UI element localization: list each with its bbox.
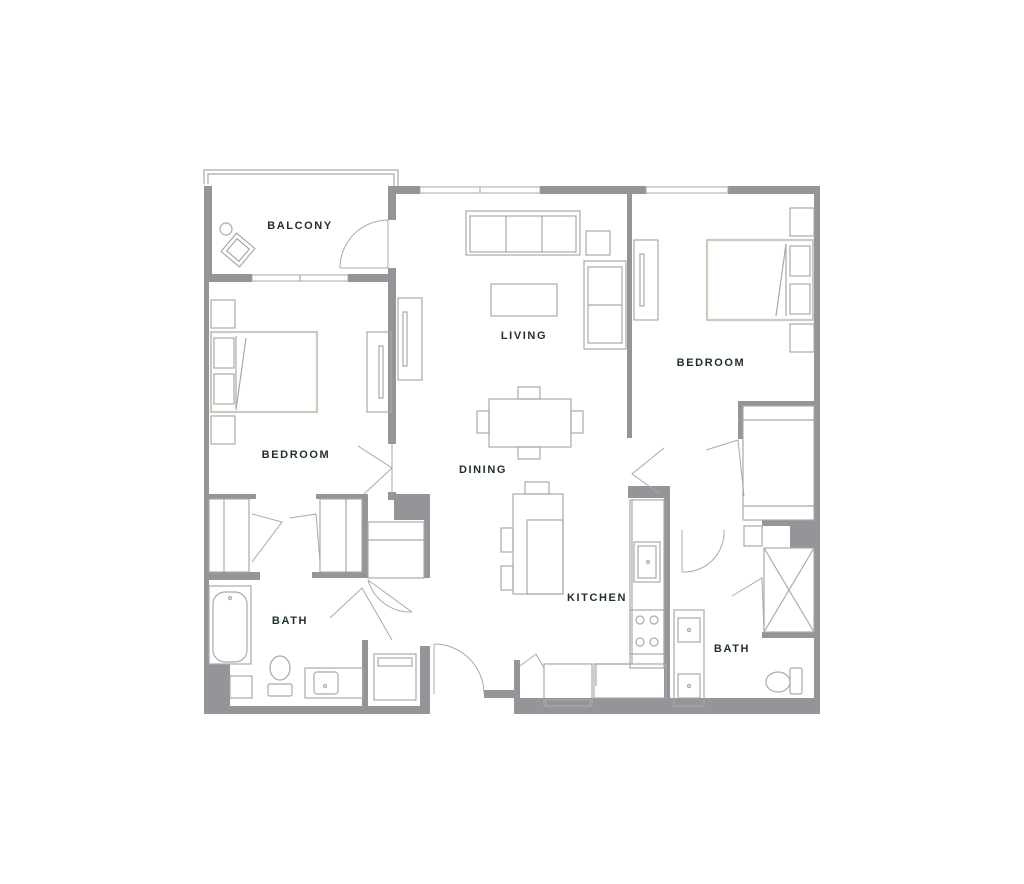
nightstand <box>210 415 236 445</box>
sofa <box>465 210 581 256</box>
nightstand <box>789 207 815 237</box>
media-console <box>397 297 423 381</box>
island-stool <box>500 565 514 591</box>
room-label-bath-left: BATH <box>272 615 308 627</box>
windows <box>251 186 729 282</box>
bed <box>705 238 815 322</box>
nightstand <box>789 323 815 353</box>
counter <box>593 499 667 699</box>
washer-dryer <box>373 653 417 701</box>
kitchen-sink <box>633 541 661 583</box>
dining-chair <box>517 446 541 460</box>
room-label-kitchen: KITCHEN <box>567 592 627 604</box>
doors <box>251 219 765 695</box>
coffee-table <box>490 283 558 317</box>
closet <box>742 405 815 521</box>
dining-furniture <box>476 386 584 460</box>
cooktop <box>629 609 665 655</box>
toilet <box>267 655 293 697</box>
right-bath-fixtures <box>673 525 815 707</box>
room-label-balcony: BALCONY <box>267 220 333 232</box>
room-label-bath-right: BATH <box>714 643 750 655</box>
island-stool <box>524 481 550 495</box>
linen-cabinet <box>743 525 763 547</box>
walls <box>204 186 820 714</box>
room-label-living: LIVING <box>501 330 547 342</box>
loveseat <box>583 260 627 350</box>
refrigerator <box>543 663 593 707</box>
nightstand <box>210 299 236 329</box>
dresser <box>366 331 392 413</box>
balcony-chair <box>220 232 256 268</box>
bathtub <box>208 585 252 665</box>
linen-cabinet <box>229 675 253 699</box>
shower <box>763 547 815 633</box>
vanity-sink <box>304 667 364 699</box>
kitchen-island <box>512 493 564 595</box>
hall-fixtures <box>367 521 425 701</box>
balcony-side-table <box>219 222 233 236</box>
pantry-door <box>519 653 545 669</box>
kitchen-fixtures <box>500 481 667 707</box>
vanity <box>673 609 705 707</box>
room-label-dining: DINING <box>459 464 507 476</box>
left-bedroom-furniture <box>209 299 392 445</box>
room-labels: BALCONY LIVING DINING KITCHEN BEDROOM BE… <box>262 220 750 655</box>
toilet <box>765 667 803 695</box>
dresser <box>633 239 659 321</box>
room-label-bedroom-right: BEDROOM <box>677 357 746 369</box>
left-bath-fixtures <box>208 498 364 699</box>
dining-chair <box>517 386 541 400</box>
laundry-closet <box>367 521 425 579</box>
living-furniture <box>397 210 627 381</box>
room-label-bedroom-left: BEDROOM <box>262 449 331 461</box>
bed <box>209 330 319 414</box>
right-bedroom-furniture <box>633 207 815 521</box>
closet <box>319 498 363 573</box>
side-table <box>585 230 611 256</box>
dining-table <box>488 398 572 448</box>
island-stool <box>500 527 514 553</box>
dining-chair <box>570 410 584 434</box>
dining-chair <box>476 410 490 434</box>
closet <box>208 498 250 573</box>
balcony-area <box>203 169 399 276</box>
